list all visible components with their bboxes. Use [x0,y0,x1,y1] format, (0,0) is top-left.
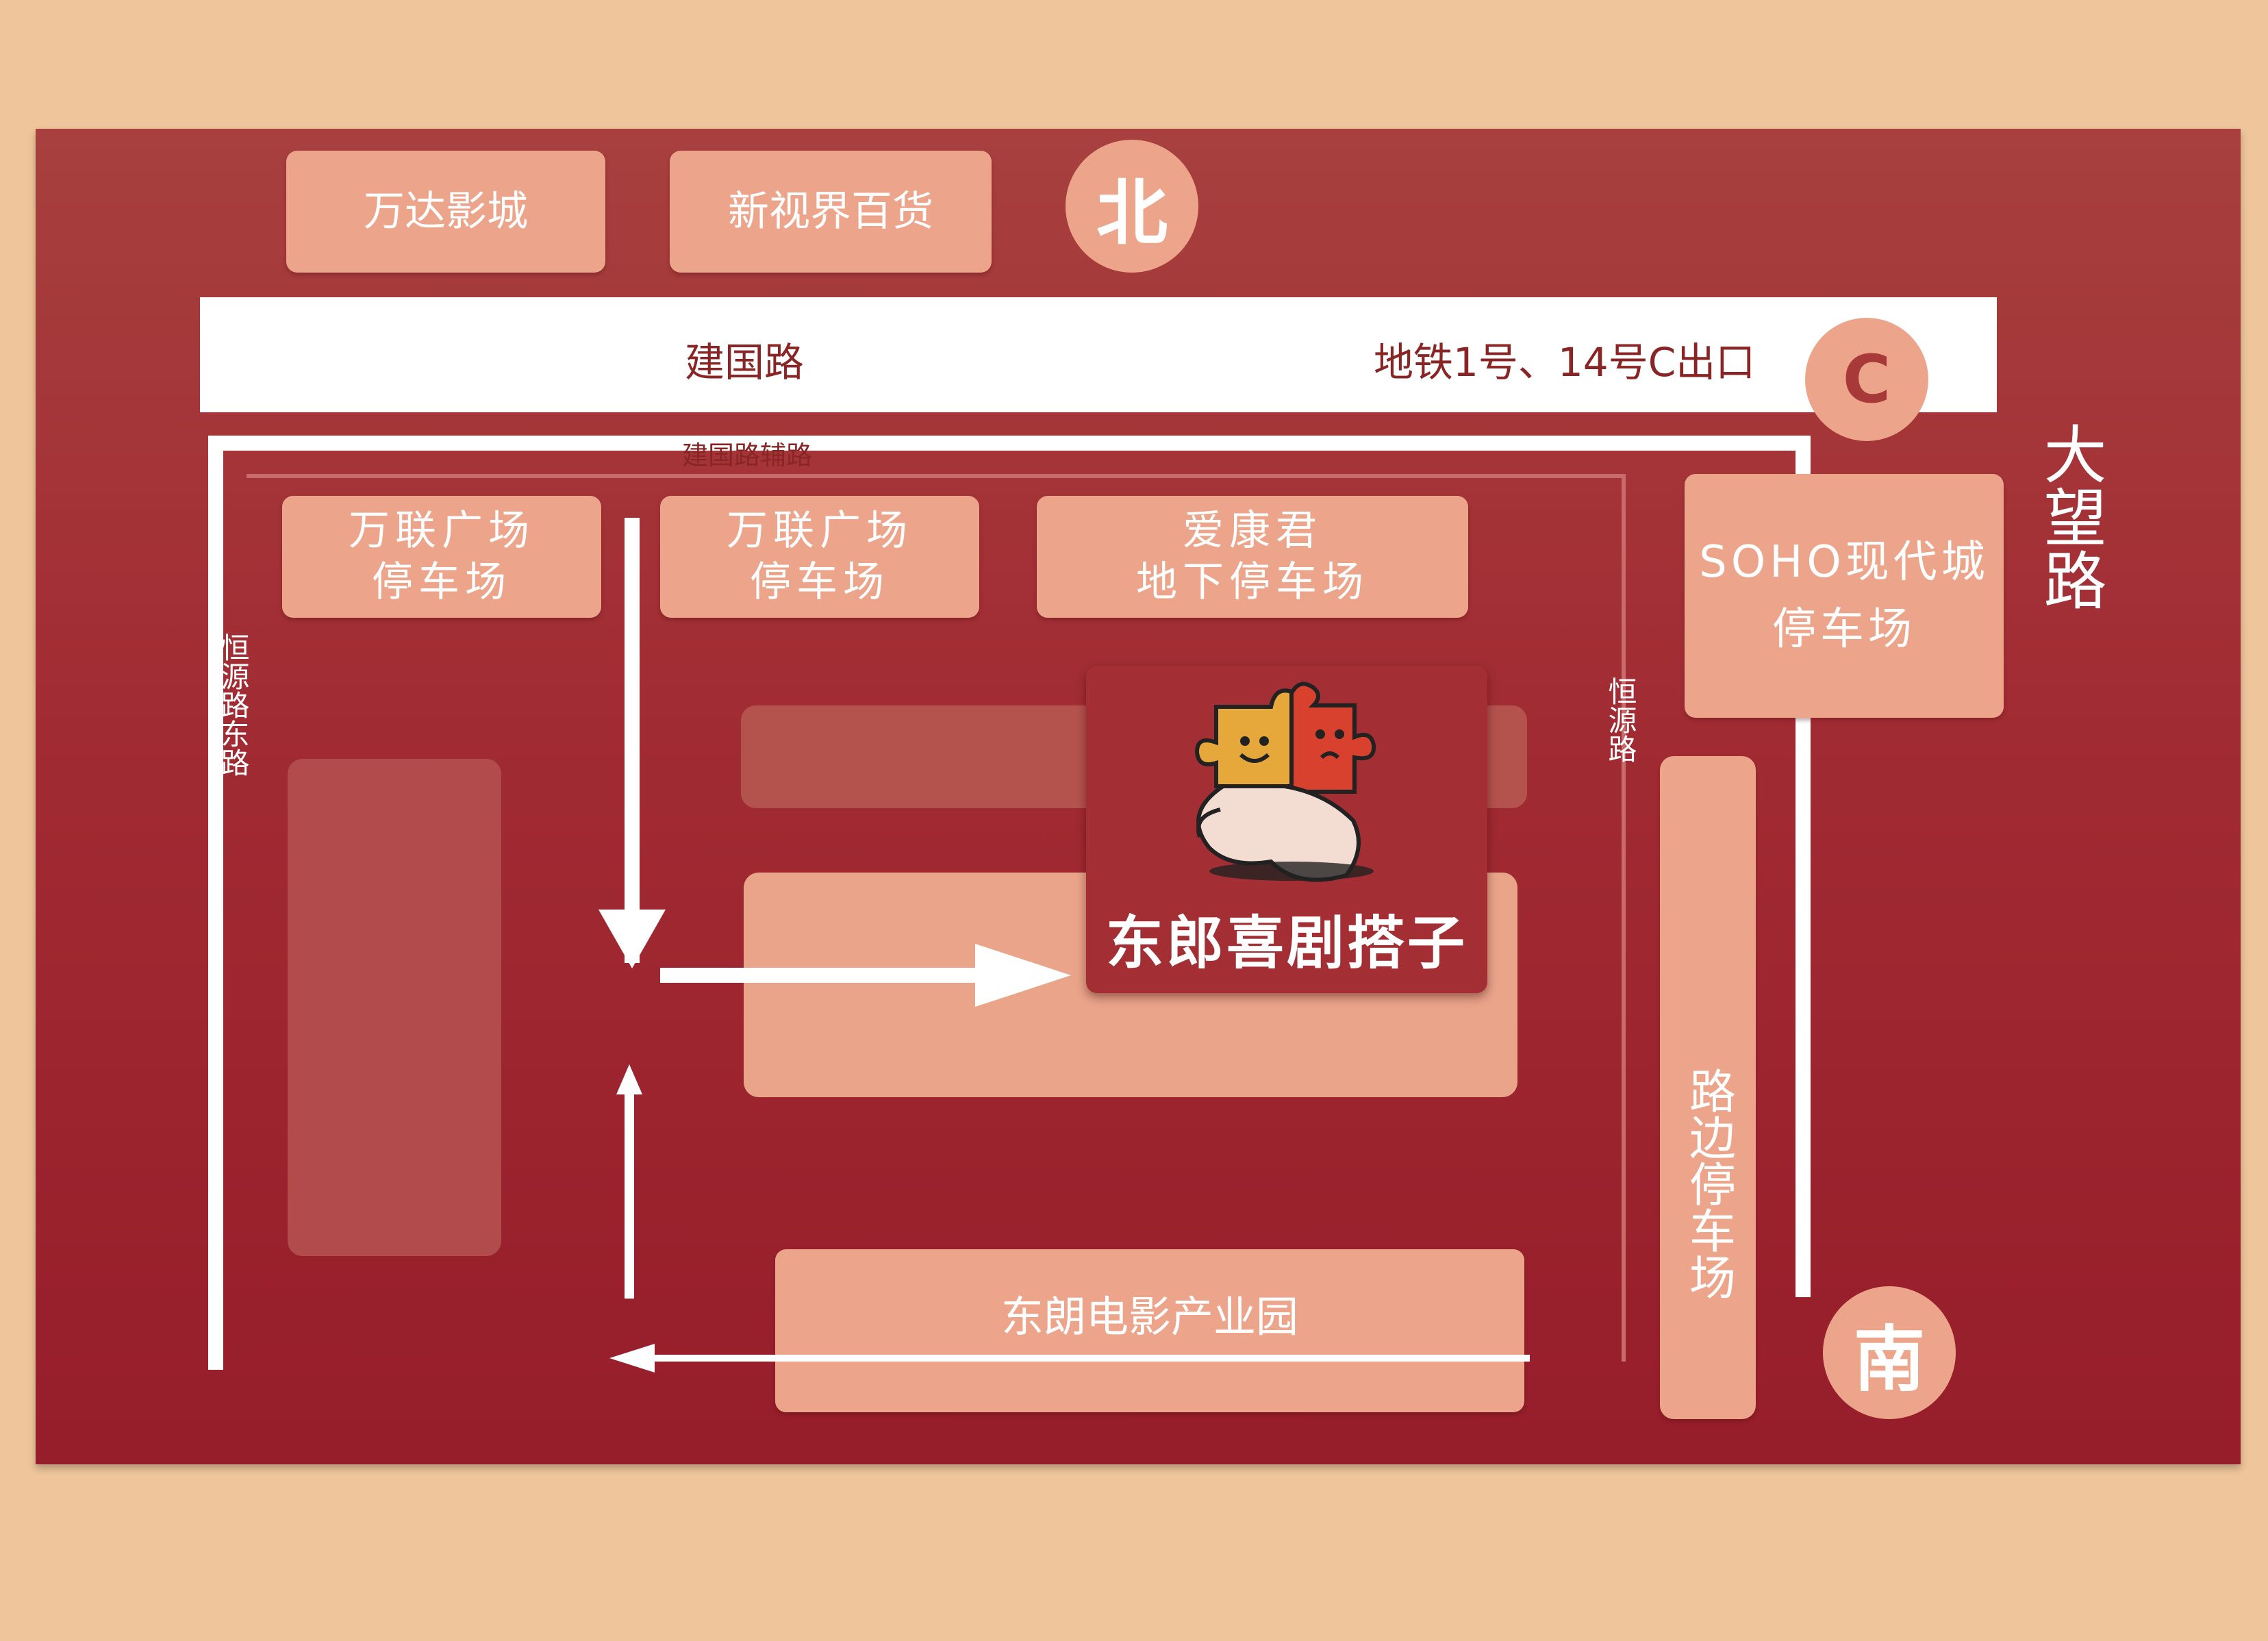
landmark-soho-parking: SOHO现代城 停车场 [1685,474,2004,718]
road-hengyuan-east-label: 恒源路东路 [216,633,250,777]
arrow-down-head [598,910,666,968]
road-hengyuan-label: 恒源路 [1604,677,1637,763]
landmark-aikangjun-parking: 爱康君 地下停车场 [1037,496,1468,618]
arrow-right-shaft [660,968,1016,983]
puzzle-mascot-logo [1194,681,1376,882]
road-jianguo [200,297,1997,412]
route-arrows [598,518,1530,1373]
road-dawang-label: 大望路 [2033,422,2106,611]
arrow-up-head [616,1064,642,1094]
road-jianguo-aux-label: 建国路辅路 [682,440,813,471]
puzzle-piece-red [1289,681,1376,794]
landmark-wanda: 万达影城 [286,151,605,273]
subway-exit-marker: C [1805,318,1928,441]
inner-block-outline [247,474,1626,1362]
road-jianguo-aux [208,436,1811,451]
landmark-roadside-parking: 路边停车场 [1660,756,1756,1419]
subway-exit-label: 地铁1号、14号C出口 [1374,339,1756,386]
arrow-up-shaft [625,1088,634,1299]
landmark-xinshijie: 新视界百货 [670,151,992,273]
north-marker: 北 [1066,140,1198,273]
road-hengyuan-east [208,436,223,1370]
landmark-wanlian-parking-2: 万联广场 停车场 [660,496,979,618]
road-jianguo-label: 建国路 [685,339,805,386]
landmark-film-park: 东朗电影产业园 [775,1249,1524,1412]
arrow-left-shaft [640,1355,1530,1362]
destination-name: 东郎喜剧搭子 [1105,909,1467,977]
destination-box[interactable]: 东郎喜剧搭子 [1086,666,1487,993]
ghost-block-left [288,759,501,1256]
arrow-down-shaft [625,518,640,963]
arrow-right-head [975,944,1071,1007]
landmark-wanlian-parking-1: 万联广场 停车场 [282,496,601,618]
south-marker: 南 [1823,1286,1956,1419]
map-board: 万达影城 新视界百货 北 建国路 地铁1号、14号C出口 C 建国路辅路 恒源路… [36,129,2241,1464]
arrow-left-head [609,1344,655,1373]
